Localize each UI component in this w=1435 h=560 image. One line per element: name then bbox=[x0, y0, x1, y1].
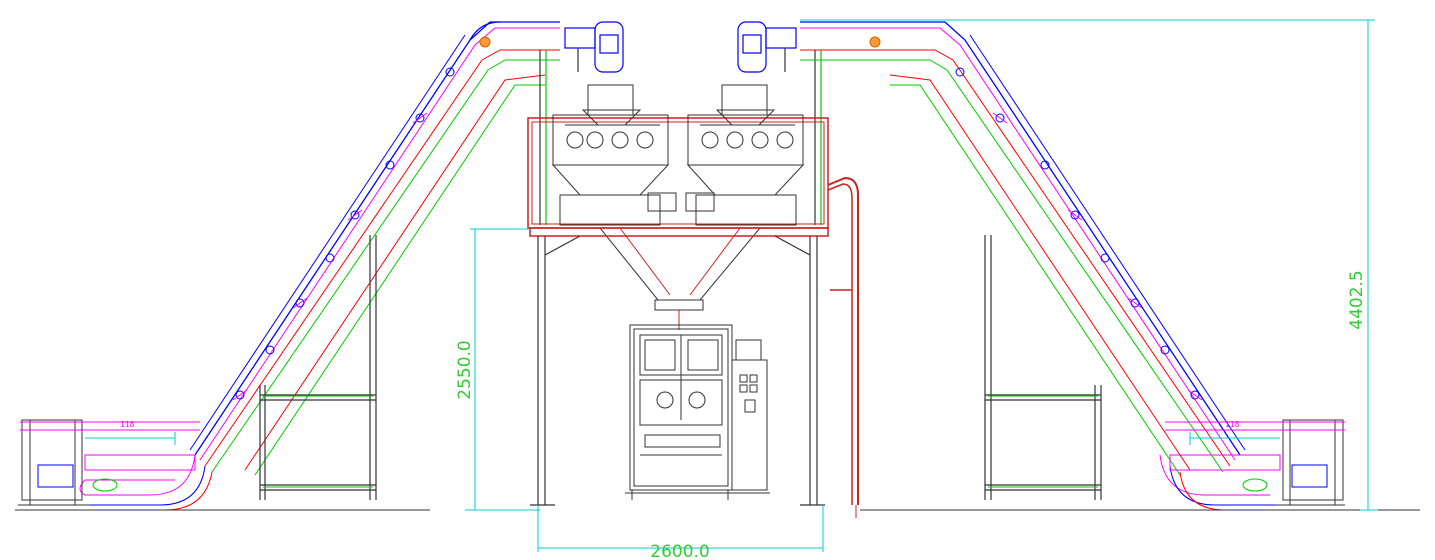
discharge-funnel bbox=[598, 227, 762, 330]
left-conveyor-rail-green-2 bbox=[254, 84, 545, 476]
left-drive-motor bbox=[539, 21, 624, 225]
left-conveyor-rail-green bbox=[211, 59, 560, 473]
right-conveyor: 118 bbox=[800, 21, 1420, 511]
packing-machine bbox=[625, 324, 770, 500]
left-conveyor-support bbox=[259, 235, 377, 500]
right-bucket-markers bbox=[955, 67, 1200, 400]
right-conveyor-rail-magenta bbox=[800, 27, 1236, 461]
hmi-screen bbox=[735, 339, 762, 361]
overall-height-value: 4402.5 bbox=[1347, 270, 1367, 329]
platform-width-value: 2600.0 bbox=[650, 542, 709, 560]
dimension-platform-width: 2600.0 bbox=[537, 505, 824, 560]
platform-height-value: 2550.0 bbox=[455, 340, 475, 399]
left-bucket-markers bbox=[235, 67, 455, 400]
left-weigher bbox=[551, 84, 677, 226]
right-head-pulley bbox=[869, 36, 881, 48]
right-weigher bbox=[685, 84, 805, 226]
platform-legs bbox=[530, 235, 825, 506]
left-feeder bbox=[18, 419, 196, 506]
left-conveyor: 118 bbox=[15, 21, 560, 511]
left-conveyor-rail-blue bbox=[194, 21, 560, 456]
left-conveyor-bottom-turn bbox=[79, 454, 196, 496]
right-conveyor-rail-green-2 bbox=[890, 84, 1181, 476]
left-head-pulley bbox=[479, 36, 491, 48]
left-conveyor-rail-magenta bbox=[199, 27, 560, 461]
right-conveyor-support bbox=[984, 235, 1102, 500]
right-conveyor-rail-red-2 bbox=[889, 74, 1191, 471]
right-conveyor-rail-green bbox=[800, 59, 1224, 473]
right-feeder bbox=[1169, 419, 1345, 506]
left-feeder-label: 118 bbox=[120, 420, 135, 429]
return-pipe bbox=[827, 176, 859, 505]
right-feeder-label: 118 bbox=[1225, 420, 1240, 429]
right-drive-motor bbox=[737, 21, 822, 225]
left-conveyor-rail-red-2 bbox=[244, 74, 546, 471]
dimension-platform-height: 2550.0 bbox=[455, 229, 540, 511]
right-conveyor-rail-blue bbox=[800, 21, 1241, 456]
left-conveyor-rail-red bbox=[204, 49, 560, 467]
weigher-platform bbox=[470, 84, 859, 518]
right-conveyor-rail-red bbox=[800, 49, 1231, 467]
dimension-overall-height: 4402.5 bbox=[800, 19, 1378, 511]
